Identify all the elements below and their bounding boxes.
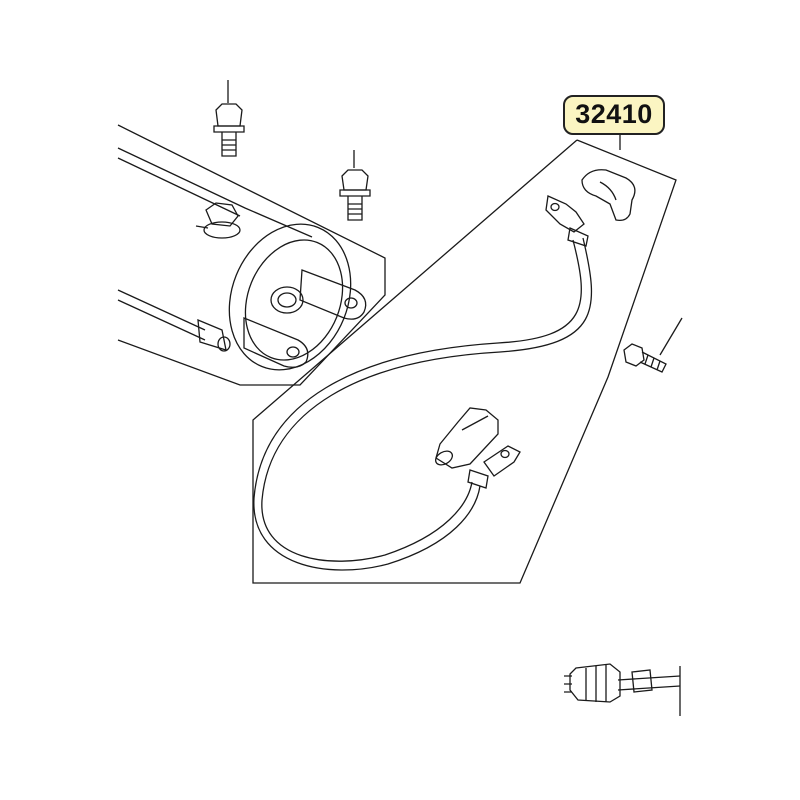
terminal-boot-body xyxy=(435,407,499,469)
starter-motor-assembly xyxy=(117,124,386,386)
cable-kit-outline xyxy=(252,139,677,584)
cable-lower-ring-terminal xyxy=(483,445,521,477)
bolt-right xyxy=(339,150,371,221)
bolt-right-shank xyxy=(347,196,363,221)
cable-outer-edge xyxy=(261,237,593,562)
cable-kit-frame xyxy=(252,133,677,584)
motor-housing-bottom xyxy=(117,289,206,331)
bolt-right-head xyxy=(341,169,369,191)
connector-wire xyxy=(617,675,681,691)
motor-housing-top xyxy=(117,147,313,238)
terminal-boot-opening xyxy=(434,450,454,466)
terminal-lug-lower-hole xyxy=(286,346,300,358)
terminal-cover-fold xyxy=(599,181,617,201)
wire-connector xyxy=(564,663,681,716)
terminal-cover-upper xyxy=(581,169,636,222)
cable-upper-crimp xyxy=(567,227,589,247)
part-number-callout[interactable]: 32410 xyxy=(563,95,665,135)
cable-lower-crimp xyxy=(467,469,489,489)
pinion-shaft xyxy=(270,286,304,314)
bolt-left xyxy=(213,80,245,157)
end-cover-inner xyxy=(244,239,344,361)
terminal-lug-upper-hole xyxy=(344,297,358,309)
terminal-nut-washer xyxy=(203,221,241,239)
motor-housing-bottom-inner xyxy=(117,299,206,341)
bolt-side-leader xyxy=(659,317,683,356)
pinion-shaft-inner xyxy=(277,292,297,308)
terminal-lug-lower xyxy=(243,317,309,368)
wire-boot-end xyxy=(217,336,231,352)
bolt-side-head xyxy=(623,343,645,367)
cable-upper-ring-hole xyxy=(550,202,560,212)
connector-body xyxy=(569,663,621,703)
terminal-boot-ridge xyxy=(461,415,489,431)
cable-lower-ring-hole xyxy=(500,449,510,459)
terminal-cover-body xyxy=(581,169,636,222)
bolt-right-flange xyxy=(339,189,371,197)
cable-inner-edge xyxy=(253,239,582,571)
bolt-left-head xyxy=(215,103,243,127)
connector-pins xyxy=(564,675,572,693)
bolt-left-flange xyxy=(213,125,245,133)
bolt-left-shank xyxy=(221,132,237,157)
motor-housing-top-inner xyxy=(117,157,241,217)
end-cover-outer xyxy=(228,223,352,371)
battery-cable xyxy=(253,195,593,571)
terminal-lug-upper xyxy=(299,269,367,320)
connector-grip-lines xyxy=(585,665,607,702)
wire-boot xyxy=(197,318,227,351)
terminal-boot-lower xyxy=(434,407,499,469)
nut-leader-line xyxy=(195,225,209,229)
bolt-side-shank xyxy=(639,351,667,373)
assembly-frame-outline xyxy=(117,124,386,386)
bolt-side xyxy=(623,317,683,373)
connector-sleeve xyxy=(631,669,653,693)
cable-upper-ring-terminal xyxy=(545,195,585,233)
